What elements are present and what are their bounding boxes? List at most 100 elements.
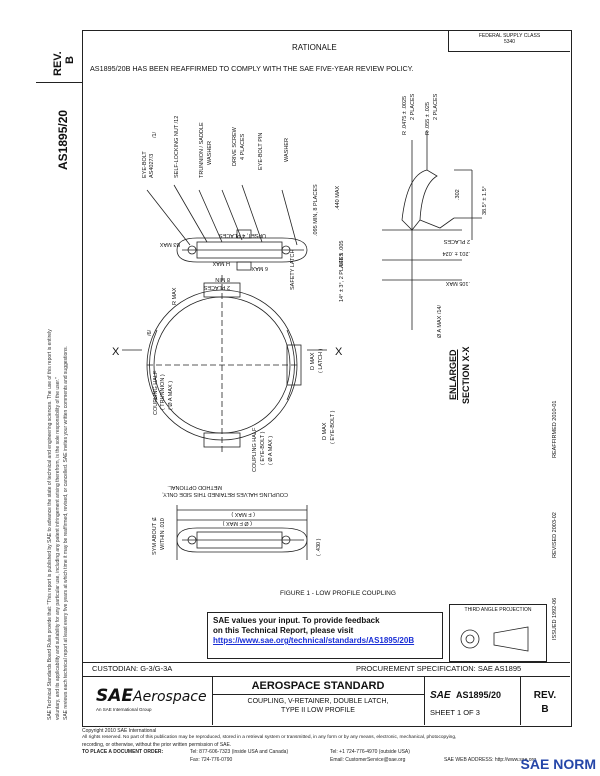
rev-label: REV. bbox=[533, 690, 557, 701]
dim-eye-bolt: ( EYE-BOLT ) bbox=[330, 410, 336, 444]
label-eye-bolt-pin: EYE-BOLT PIN bbox=[258, 132, 264, 170]
dim-r-055-places: 2 PLACES bbox=[433, 93, 439, 120]
title-divider-1 bbox=[212, 676, 213, 725]
dim-r-055: R .055 ± .025 bbox=[425, 102, 431, 135]
code-issued: ISSUED 1992-06 bbox=[552, 597, 558, 640]
dim-r-0475: R .0475 ± .0025 bbox=[402, 95, 408, 135]
sae-small-logo: SAE bbox=[430, 690, 451, 701]
dim-d-max-latch: D MAX bbox=[310, 352, 316, 370]
label-drive-screw: DRIVE SCREW bbox=[232, 127, 238, 166]
desc-line-1: COUPLING, V-RETAINER, DOUBLE LATCH, bbox=[247, 698, 389, 705]
note-retained: COUPLING HALVES RETAINED THIS SIDE ONLY, bbox=[162, 491, 288, 497]
rights-line-2: recording, or otherwise, without the pri… bbox=[82, 742, 232, 748]
left-column-divider bbox=[36, 82, 82, 83]
rev-label-vertical: REV. bbox=[52, 51, 64, 76]
feedback-link[interactable]: https://www.sae.org/technical/standards/… bbox=[213, 636, 415, 645]
coupling-drawing bbox=[122, 130, 482, 560]
section-label-enlarged: ENLARGED bbox=[448, 349, 458, 400]
title-block-mid-line bbox=[82, 676, 570, 677]
rationale-title: RATIONALE bbox=[292, 43, 337, 52]
title-inner-line bbox=[212, 694, 424, 695]
desc-line-2: TYPE II LOW PROFILE bbox=[281, 707, 355, 714]
margin-text-3: SAE reviews each technical report at lea… bbox=[63, 346, 69, 720]
margin-text-2: voluntary, and its applicability and sui… bbox=[55, 377, 61, 720]
label-washer-1: WASHER bbox=[207, 141, 213, 165]
label-4-places: 4 PLACES bbox=[240, 133, 246, 160]
sae-logo-brand: SAE bbox=[96, 686, 134, 706]
section-label-xx: SECTION X-X bbox=[461, 346, 471, 404]
section-mark-x-left: X bbox=[112, 346, 120, 358]
dim-440-max: .440 MAX bbox=[335, 185, 341, 210]
title-divider-2 bbox=[424, 676, 425, 725]
label-a-max-2: ( Ø A MAX ) bbox=[268, 435, 274, 465]
standard-title: AEROSPACE STANDARD bbox=[251, 680, 385, 692]
section-mark-x-right: X bbox=[335, 346, 343, 358]
dim-105-max: .105 MAX bbox=[445, 280, 470, 286]
label-washer-2: WASHER bbox=[284, 138, 290, 162]
dim-note-6: /6/ bbox=[147, 329, 153, 336]
projection-box: THIRD ANGLE PROJECTION bbox=[449, 604, 547, 662]
dim-201-places: 2 PLACES bbox=[443, 238, 470, 244]
tel-1: Tel: 877-606-7323 (inside USA and Canada… bbox=[190, 749, 289, 755]
label-trunnion: ( TRUNNION ) bbox=[160, 374, 166, 410]
label-coupling-half-trunnion: COUPLING HALF bbox=[153, 370, 159, 415]
code-reaffirmed: REAFFIRMED 2010-01 bbox=[552, 400, 558, 458]
dim-d-max-eye-bolt: D MAX bbox=[322, 422, 328, 440]
dim-safety-latch: SAFETY LATCH bbox=[290, 249, 296, 290]
dim-b3-max: B3 MAX bbox=[159, 241, 180, 247]
rationale-text: AS1895/20B HAS BEEN REAFFIRMED TO COMPLY… bbox=[90, 64, 414, 73]
dim-a-max-14: Ø A MAX /14/ bbox=[437, 304, 443, 338]
fsc-line-1: FEDERAL SUPPLY CLASS bbox=[478, 33, 541, 39]
dim-r-0475-places: 2 PLACES bbox=[410, 93, 416, 120]
feedback-box: SAE values your input. To provide feedba… bbox=[207, 612, 443, 659]
dim-r-max: R MAX bbox=[172, 287, 178, 305]
label-trunnion-saddle: TRUNNION / SADDLE bbox=[199, 122, 205, 178]
dim-2-places: 2 PLACES bbox=[203, 284, 230, 290]
copyright: Copyright 2010 SAE International bbox=[82, 728, 157, 734]
fsc-box: FEDERAL SUPPLY CLASS 5340 bbox=[448, 30, 570, 52]
dim-phi-f-max: ( Ø F MAX ) bbox=[222, 520, 252, 526]
dim-latch: ( LATCH ) bbox=[318, 348, 324, 373]
tel-2: Tel: +1 724-776-4970 (outside USA) bbox=[330, 749, 410, 755]
custodian: CUSTODIAN: G-3/G-3A bbox=[92, 664, 173, 673]
label-a-max-1: ( Ø A MAX ) bbox=[168, 380, 174, 410]
margin-text-1: SAE Technical Standards Board Rules prov… bbox=[47, 329, 53, 720]
label-eye-bolt: EYE-BOLT bbox=[142, 151, 148, 178]
order-label: TO PLACE A DOCUMENT ORDER: bbox=[82, 749, 164, 755]
dim-h-max: H MAX bbox=[212, 260, 230, 266]
dim-201: .201 ± .024 bbox=[442, 250, 470, 256]
projection-symbol-icon bbox=[460, 626, 529, 652]
email: Email: CustomerService@sae.org bbox=[330, 757, 406, 763]
label-coupling-half-eye-bolt: COUPLING HALF bbox=[252, 427, 258, 472]
label-note-1: /1/ bbox=[152, 131, 158, 138]
sae-logo-sub: An SAE International Group bbox=[96, 707, 152, 712]
dim-upset: UPSET, 4 PLACES bbox=[218, 232, 266, 238]
dim-38-deg: 38.5° ± 1.5° bbox=[482, 186, 488, 215]
label-self-locking-nut: SELF-LOCKING NUT /12 bbox=[174, 115, 180, 178]
figure-caption: FIGURE 1 - LOW PROFILE COUPLING bbox=[280, 590, 396, 597]
code-revised: REVISED 2003-02 bbox=[552, 512, 558, 558]
sae-logo-suffix: Aerospace bbox=[133, 689, 207, 705]
feedback-line-2: on this Technical Report, please visit bbox=[213, 626, 354, 635]
sae-logo: SAEAerospace bbox=[96, 686, 207, 706]
label-eye-bolt-paren: ( EYE-BOLT ) bbox=[260, 431, 266, 465]
web-address: SAE WEB ADDRESS: http://www.sae.org bbox=[444, 757, 536, 763]
fax: Fax: 724-776-0790 bbox=[190, 757, 233, 763]
dim-6-max: 6 MAX bbox=[251, 265, 268, 271]
drawing-frame bbox=[82, 30, 572, 727]
dim-8-min: 8 MIN bbox=[215, 276, 230, 282]
title-divider-3 bbox=[520, 676, 521, 725]
feedback-line-1: SAE values your input. To provide feedba… bbox=[213, 616, 380, 625]
rev-value: B bbox=[541, 704, 549, 715]
projection-label: THIRD ANGLE PROJECTION bbox=[464, 607, 532, 613]
dim-430: ( .430 ) bbox=[316, 538, 322, 556]
fsc-line-2: 5340 bbox=[503, 39, 516, 45]
watermark-logo: SAE NORM bbox=[520, 756, 596, 772]
dim-14-deg: 14° ± 3°, 2 PLACES bbox=[339, 253, 345, 302]
dim-f-max: ( F MAX ) bbox=[231, 511, 255, 517]
doc-number-vertical: AS1895/20 bbox=[56, 109, 70, 170]
rev-value-vertical: B bbox=[64, 56, 76, 64]
dim-095-min: .095 MIN, 8 PLACES bbox=[313, 184, 319, 236]
dim-within-010: WITHIN .010 bbox=[160, 518, 166, 550]
sheet-number: SHEET 1 OF 3 bbox=[430, 708, 480, 717]
